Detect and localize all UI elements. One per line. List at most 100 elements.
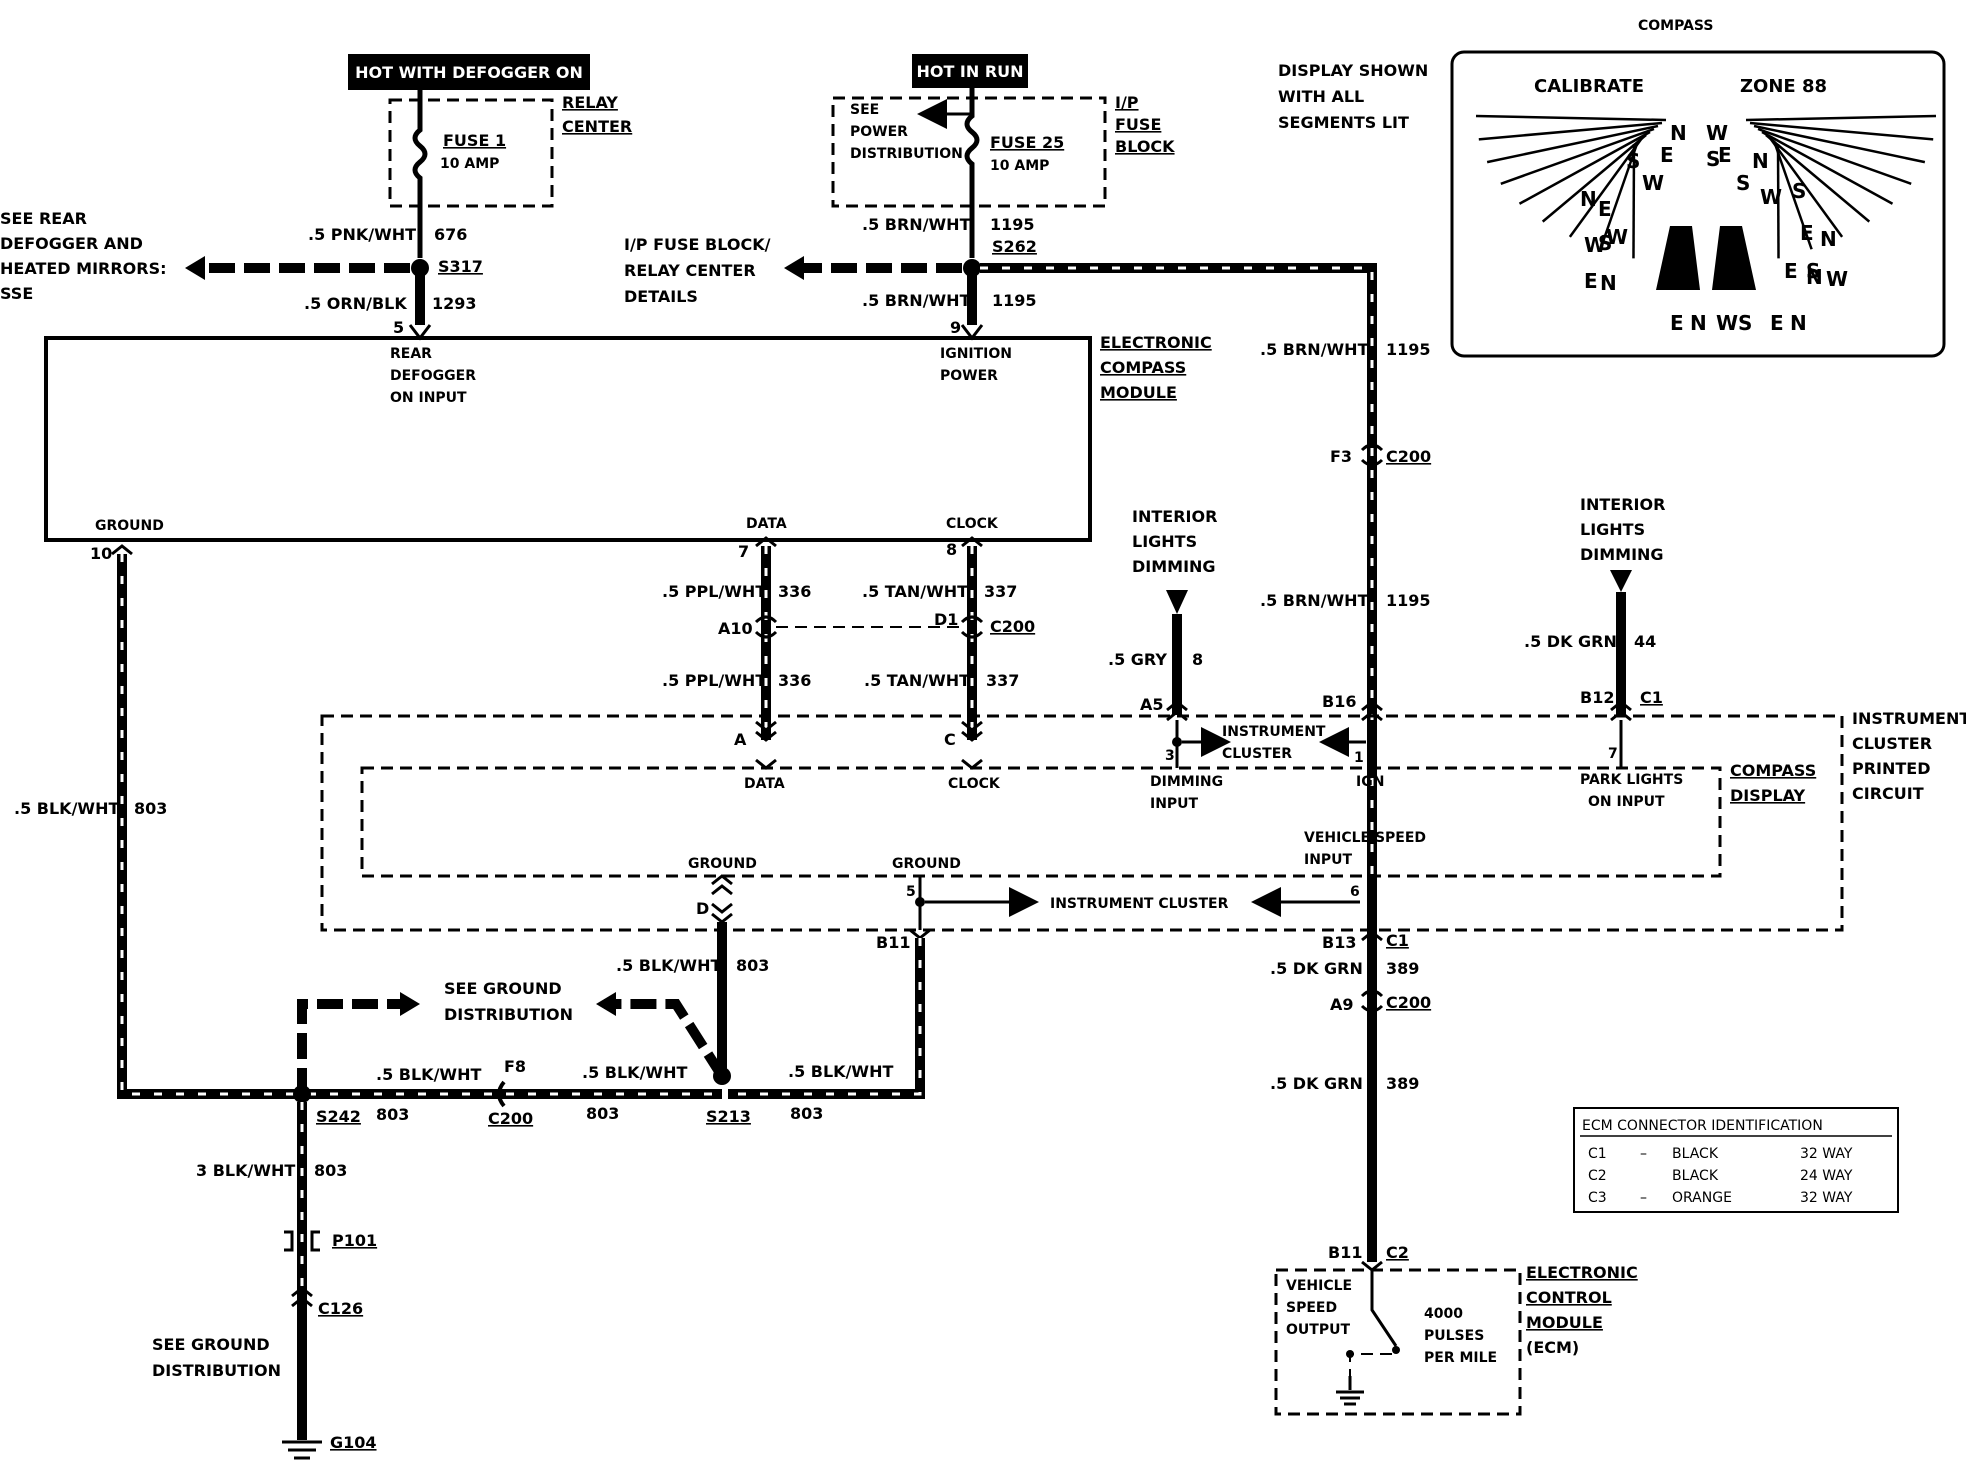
svg-text:337: 337 — [984, 582, 1017, 601]
hot-defogger-label: HOT WITH DEFOGGER ON — [348, 54, 590, 90]
compass-segment: N — [1752, 149, 1769, 173]
svg-text:C126: C126 — [318, 1299, 363, 1318]
svg-text:.5 ORN/BLK: .5 ORN/BLK — [304, 294, 407, 313]
svg-text:ON INPUT: ON INPUT — [390, 390, 467, 406]
svg-text:PER MILE: PER MILE — [1424, 1350, 1497, 1366]
svg-text:CIRCUIT: CIRCUIT — [1852, 784, 1924, 803]
svg-text:336: 336 — [778, 582, 811, 601]
ecm-table-cell: – — [1640, 1146, 1647, 1162]
svg-text:.5 BRN/WHT: .5 BRN/WHT — [862, 291, 971, 310]
ecm-table-cell: BLACK — [1672, 1146, 1719, 1162]
svg-text:INSTRUMENT CLUSTER: INSTRUMENT CLUSTER — [1050, 896, 1229, 912]
svg-text:C200: C200 — [488, 1109, 533, 1128]
ecm-table-cell: 32 WAY — [1800, 1146, 1853, 1162]
svg-text:WITH ALL: WITH ALL — [1278, 87, 1364, 106]
svg-text:SEE REAR: SEE REAR — [0, 209, 87, 228]
ip-fuse-block: SEE POWER DISTRIBUTION FUSE 25 10 AMP I/… — [831, 88, 1175, 258]
svg-text:MODULE: MODULE — [1100, 383, 1177, 402]
compass-ray — [1475, 114, 1667, 122]
svg-text:.5 PNK/WHT: .5 PNK/WHT — [308, 225, 416, 244]
hot-run-label: HOT IN RUN — [912, 54, 1028, 88]
svg-text:1195: 1195 — [1386, 591, 1431, 610]
compass-segment: S — [1736, 171, 1750, 195]
svg-text:INTERIOR: INTERIOR — [1580, 495, 1665, 514]
compass-ray — [1753, 124, 1926, 164]
compass-segment: W — [1826, 267, 1848, 291]
compass-segment: N — [1806, 265, 1823, 289]
fuse-25-label: FUSE 25 — [990, 133, 1064, 152]
svg-text:C: C — [944, 730, 956, 749]
svg-text:P101: P101 — [332, 1231, 377, 1250]
svg-text:S262: S262 — [992, 237, 1037, 256]
svg-text:DISTRIBUTION: DISTRIBUTION — [152, 1361, 281, 1380]
svg-text:3: 3 — [1165, 748, 1175, 764]
svg-text:F3: F3 — [1330, 447, 1352, 466]
svg-text:RELAY CENTER: RELAY CENTER — [624, 261, 756, 280]
svg-text:SSE: SSE — [0, 284, 33, 303]
svg-text:B11: B11 — [876, 933, 910, 952]
svg-text:1293: 1293 — [432, 294, 477, 313]
svg-text:DISPLAY: DISPLAY — [1730, 786, 1806, 805]
svg-text:COMPASS: COMPASS — [1730, 761, 1816, 780]
svg-text:803: 803 — [736, 956, 769, 975]
svg-text:1: 1 — [1354, 750, 1364, 766]
ecm-table-cell: C2 — [1588, 1168, 1607, 1184]
svg-text:A9: A9 — [1330, 995, 1354, 1014]
svg-text:ZONE 88: ZONE 88 — [1740, 76, 1827, 97]
svg-text:389: 389 — [1386, 959, 1419, 978]
compass-segment: E — [1584, 269, 1598, 293]
fuse-1-label: FUSE 1 — [443, 131, 506, 150]
svg-text:DIMMING: DIMMING — [1580, 545, 1664, 564]
svg-text:SEE: SEE — [850, 102, 879, 118]
svg-text:S242: S242 — [316, 1107, 361, 1126]
svg-text:B16: B16 — [1322, 692, 1356, 711]
svg-text:DIMMING: DIMMING — [1132, 557, 1216, 576]
svg-text:POWER: POWER — [940, 368, 998, 384]
compass-segment: E — [1598, 197, 1612, 221]
compass-segment: W — [1642, 171, 1664, 195]
svg-text:.5 GRY: .5 GRY — [1108, 650, 1167, 669]
compass-ray — [1768, 137, 1844, 238]
svg-text:DATA: DATA — [746, 516, 787, 532]
svg-text:.5 BLK/WHT: .5 BLK/WHT — [582, 1063, 687, 1082]
svg-text:HOT WITH DEFOGGER ON: HOT WITH DEFOGGER ON — [355, 63, 583, 82]
svg-text:(ECM): (ECM) — [1526, 1338, 1579, 1357]
compass-ray — [1776, 143, 1780, 259]
svg-text:.5 BLK/WHT: .5 BLK/WHT — [788, 1062, 893, 1081]
svg-text:5: 5 — [393, 318, 404, 337]
svg-text:.5 BRN/WHT: .5 BRN/WHT — [1260, 340, 1369, 359]
compass-ray — [1478, 121, 1663, 141]
svg-text:VEHICLE SPEED: VEHICLE SPEED — [1304, 830, 1426, 846]
svg-text:C1: C1 — [1640, 688, 1663, 707]
compass-ray — [1761, 130, 1894, 205]
svg-text:INPUT: INPUT — [1304, 852, 1353, 868]
compass-segment: N — [1820, 227, 1837, 251]
svg-text:CLOCK: CLOCK — [946, 516, 999, 532]
svg-text:CALIBRATE: CALIBRATE — [1534, 76, 1644, 97]
svg-text:DEFOGGER AND: DEFOGGER AND — [0, 234, 143, 253]
svg-text:ELECTRONIC: ELECTRONIC — [1100, 333, 1212, 352]
svg-text:1195: 1195 — [1386, 340, 1431, 359]
svg-text:8: 8 — [1192, 650, 1203, 669]
svg-text:676: 676 — [434, 225, 467, 244]
svg-text:.5 DK GRN: .5 DK GRN — [1270, 959, 1363, 978]
svg-text:SEE GROUND: SEE GROUND — [152, 1335, 270, 1354]
svg-text:ELECTRONIC: ELECTRONIC — [1526, 1263, 1638, 1282]
svg-text:F8: F8 — [504, 1057, 526, 1076]
relay-center: FUSE 1 10 AMP RELAY CENTER — [388, 90, 632, 258]
svg-text:ECM CONNECTOR IDENTIFICATION: ECM CONNECTOR IDENTIFICATION — [1582, 1118, 1823, 1134]
svg-text:INSTRUMENT: INSTRUMENT — [1852, 709, 1966, 728]
svg-text:GROUND: GROUND — [688, 856, 757, 872]
svg-text:INPUT: INPUT — [1150, 796, 1199, 812]
compass-segment: E — [1670, 311, 1684, 335]
svg-text:RELAY: RELAY — [562, 93, 618, 112]
svg-text:INSTRUMENT: INSTRUMENT — [1222, 724, 1326, 740]
electronic-control-module: VEHICLE SPEED OUTPUT 4000 PULSES PER MIL… — [1274, 1263, 1638, 1416]
compass-segment: N — [1580, 187, 1597, 211]
svg-text:CLUSTER: CLUSTER — [1852, 734, 1932, 753]
svg-text:A: A — [734, 730, 747, 749]
svg-text:C200: C200 — [1386, 447, 1431, 466]
svg-text:I/P: I/P — [1115, 93, 1139, 112]
ecm-table-cell: C3 — [1588, 1190, 1607, 1206]
